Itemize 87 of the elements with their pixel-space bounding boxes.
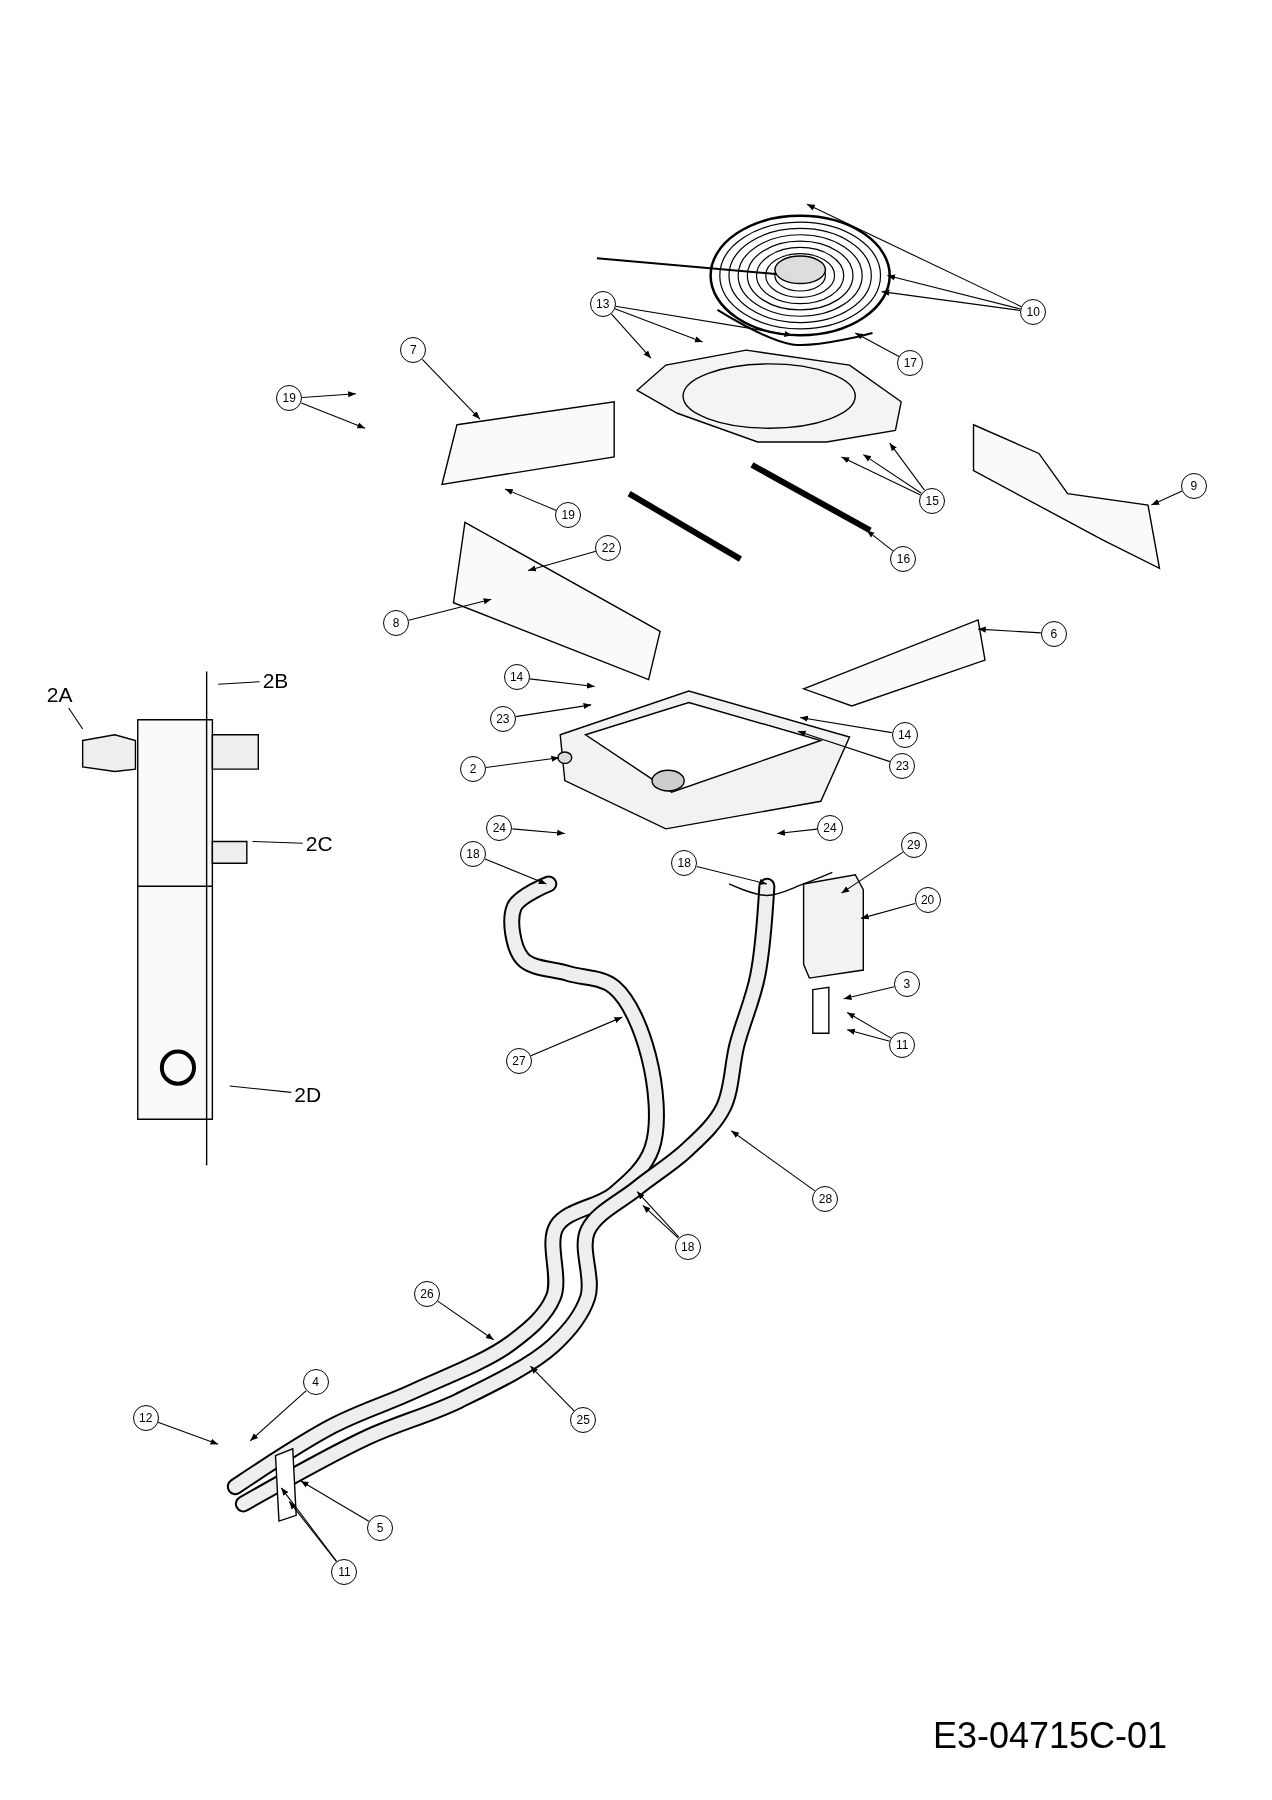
leader-line <box>843 986 895 1000</box>
leader-line <box>421 358 481 420</box>
leader-line <box>504 488 557 511</box>
callout-number: 19 <box>276 385 303 412</box>
leader-line <box>527 550 597 572</box>
callout-number: 5 <box>367 1515 393 1541</box>
leader-line <box>229 1085 292 1093</box>
leader-line <box>157 1421 219 1445</box>
drawing-number: E3-04715C-01 <box>932 1718 1168 1754</box>
leader-line <box>846 1028 891 1042</box>
leader-line <box>252 840 304 844</box>
callout-number: 23 <box>489 705 516 732</box>
callout-number: 14 <box>503 664 530 691</box>
leader-line <box>515 703 592 718</box>
leader-line <box>288 1501 337 1562</box>
callout-number: 7 <box>400 337 427 364</box>
leader-line <box>529 1365 575 1412</box>
leader-line <box>485 755 560 768</box>
leader-line <box>886 274 1022 310</box>
leader-line <box>280 1487 338 1562</box>
leader-line <box>730 1130 816 1192</box>
callout-number: 29 <box>900 831 927 858</box>
callout-number: 14 <box>891 721 918 748</box>
leader-line <box>610 313 652 359</box>
callout-number: 26 <box>414 1280 441 1307</box>
leader-line <box>776 828 818 836</box>
leader-line <box>1150 490 1183 506</box>
part-label: 2A <box>46 684 73 706</box>
callout-number: 9 <box>1180 472 1207 499</box>
leader-line <box>854 332 900 358</box>
leader-line <box>642 1204 679 1239</box>
callout-number: 22 <box>595 534 622 561</box>
leader-line <box>860 902 916 920</box>
leader-line <box>300 402 366 429</box>
leader-line <box>301 391 357 398</box>
leader-line <box>636 1191 680 1238</box>
leader-line <box>530 1016 623 1057</box>
callout-number: 24 <box>486 814 513 841</box>
callout-number: 13 <box>589 291 616 318</box>
leader-line <box>614 308 704 343</box>
callout-number: 3 <box>893 970 920 997</box>
callout-number: 6 <box>1040 620 1067 647</box>
callout-number: 12 <box>132 1404 159 1431</box>
callout-number: 15 <box>919 487 946 514</box>
callout-number: 8 <box>383 610 410 637</box>
callout-number: 17 <box>897 349 924 376</box>
part-label: 2C <box>305 833 333 855</box>
callout-number: 18 <box>459 841 486 868</box>
callout-number: 20 <box>914 887 941 914</box>
leader-line <box>846 1012 892 1039</box>
callout-number: 24 <box>817 814 843 841</box>
leader-line <box>484 858 547 885</box>
callout-number: 11 <box>889 1031 916 1058</box>
leader-line <box>866 529 894 552</box>
callout-number: 2 <box>459 756 486 783</box>
callout-number: 4 <box>302 1369 329 1396</box>
callout-number: 18 <box>674 1233 701 1260</box>
part-label: 2B <box>262 670 289 692</box>
leader-line <box>799 715 893 734</box>
leader-line <box>68 707 84 730</box>
leader-line <box>696 865 768 886</box>
leader-line <box>511 828 566 836</box>
leader-line <box>840 851 904 894</box>
leader-line <box>614 305 793 337</box>
leader-line <box>300 1480 370 1522</box>
leader-line <box>797 730 891 763</box>
leader-line <box>840 456 921 496</box>
leader-line <box>217 681 261 685</box>
leader-line <box>862 454 922 494</box>
callout-number: 19 <box>555 502 582 529</box>
leader-line <box>408 598 492 621</box>
callout-number: 10 <box>1020 299 1047 326</box>
callout-number: 16 <box>890 546 917 573</box>
part-label: 2D <box>294 1083 322 1105</box>
callout-number: 27 <box>505 1047 532 1074</box>
leader-line <box>437 1300 495 1341</box>
leader-line <box>881 289 1021 312</box>
leader-line <box>249 1390 307 1442</box>
leader-line <box>528 678 596 689</box>
callout-number: 23 <box>889 752 916 779</box>
leader-line <box>889 442 925 491</box>
leader-line <box>977 626 1042 634</box>
callout-number: 11 <box>331 1558 358 1585</box>
callout-number: 18 <box>671 850 698 877</box>
leader-line <box>806 203 1022 308</box>
callout-number: 25 <box>570 1407 597 1434</box>
callout-number: 28 <box>812 1185 839 1212</box>
